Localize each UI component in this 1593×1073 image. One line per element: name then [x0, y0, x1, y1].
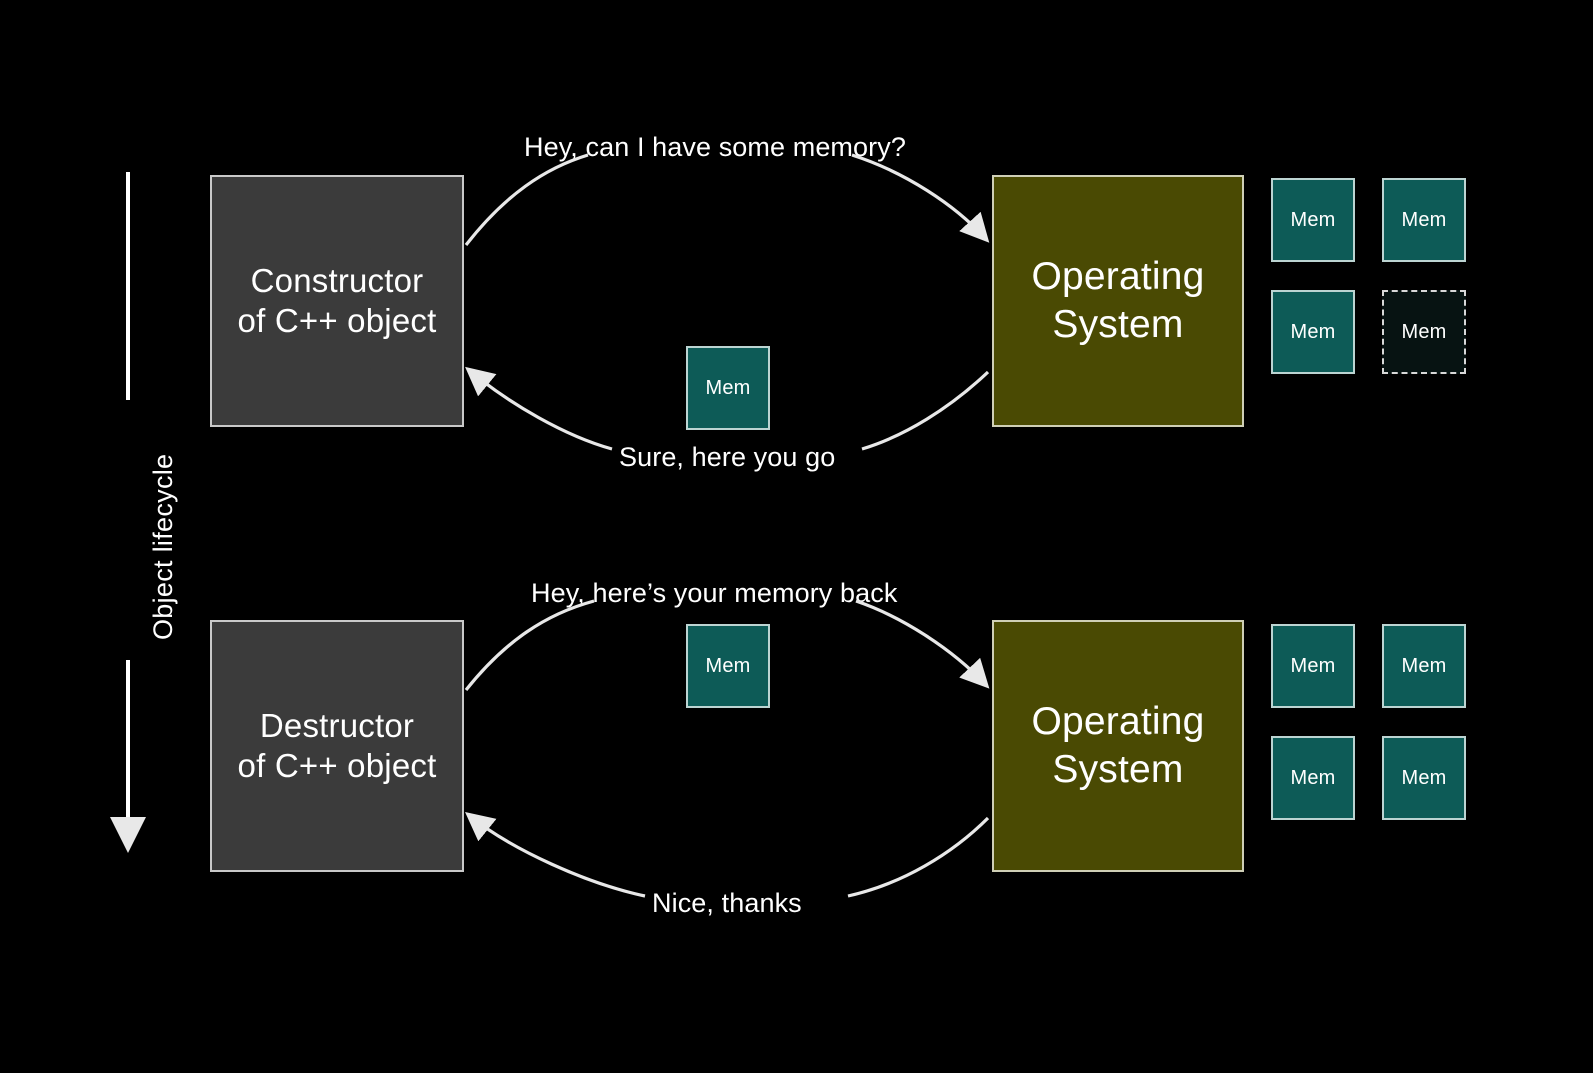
memory-pool-block-2-top[interactable]: Mem	[1382, 178, 1466, 262]
arrow-request-allocation	[464, 153, 990, 246]
reply-label-allocation: Sure, here you go	[619, 442, 836, 472]
memory-pool-block-4-bottom[interactable]: Mem	[1382, 736, 1466, 820]
reply-label-deallocation: Nice, thanks	[652, 888, 802, 918]
request-label-deallocation: Hey, here’s your memory back	[531, 578, 898, 608]
memory-pool-block-4-top-free[interactable]: Mem	[1382, 290, 1466, 374]
memory-pool-block-1-top[interactable]: Mem	[1271, 178, 1355, 262]
operating-system-box-top[interactable]: Operating System	[992, 175, 1244, 427]
arrow-reply-deallocation	[465, 811, 990, 898]
request-label-allocation: Hey, can I have some memory?	[524, 132, 906, 162]
transit-memory-block-allocation[interactable]: Mem	[686, 346, 770, 430]
object-lifecycle-arrow	[110, 172, 146, 853]
memory-pool-block-3-top[interactable]: Mem	[1271, 290, 1355, 374]
object-lifecycle-label: Object lifecycle	[148, 453, 178, 640]
memory-pool-block-3-bottom[interactable]: Mem	[1271, 736, 1355, 820]
memory-pool-block-2-bottom[interactable]: Mem	[1382, 624, 1466, 708]
memory-pool-block-1-bottom[interactable]: Mem	[1271, 624, 1355, 708]
transit-memory-block-deallocation[interactable]: Mem	[686, 624, 770, 708]
destructor-box[interactable]: Destructor of C++ object	[210, 620, 464, 872]
operating-system-box-bottom[interactable]: Operating System	[992, 620, 1244, 872]
constructor-box[interactable]: Constructor of C++ object	[210, 175, 464, 427]
